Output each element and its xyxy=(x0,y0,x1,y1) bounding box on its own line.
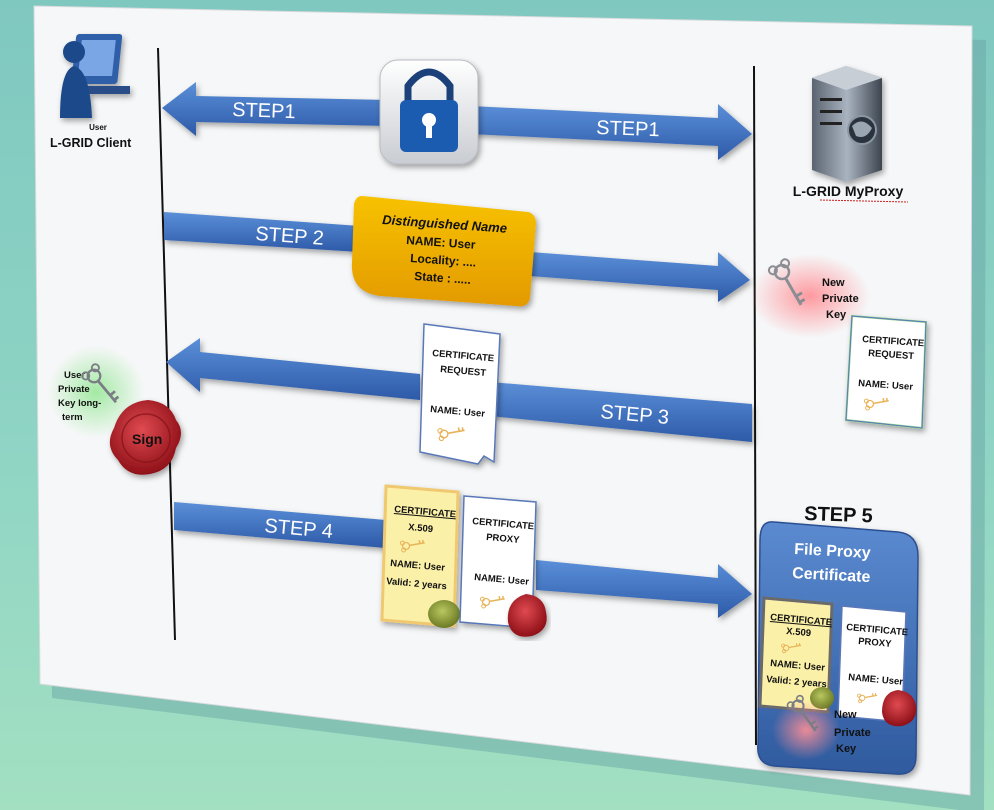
client-key-glow xyxy=(48,346,144,438)
client-key-line1: User xyxy=(64,370,85,381)
server-lifeline xyxy=(753,65,757,746)
x509-name: NAME: User xyxy=(390,558,446,574)
cert-request-name: NAME: User xyxy=(430,404,486,420)
step2-label: STEP 2 xyxy=(255,223,325,250)
panel-new-key-line1: New xyxy=(834,709,857,721)
server-cert-request-line2: REQUEST xyxy=(868,348,915,362)
new-key-line2: Private xyxy=(822,293,859,305)
panel-proxy-name: NAME: User xyxy=(848,672,904,688)
server-cert-request-line1: CERTIFICATE xyxy=(862,334,925,349)
cert-request-doc xyxy=(419,323,501,465)
step2-arrow xyxy=(164,212,750,302)
server-cert-request-doc xyxy=(844,314,928,430)
dn-name: NAME: User xyxy=(406,233,476,252)
step1-left-label: STEP1 xyxy=(232,99,296,123)
padlock-icon xyxy=(379,59,479,165)
client-lifeline xyxy=(157,47,176,641)
new-key-glow xyxy=(750,254,870,338)
panel-new-key-line2: Private xyxy=(834,727,871,739)
dn-state: State : ..... xyxy=(414,269,472,287)
user-computer-icon xyxy=(60,34,130,118)
panel-proxy-red-seal xyxy=(882,690,917,727)
step1-right-label: STEP1 xyxy=(596,117,660,141)
sign-wax-seal xyxy=(109,400,181,475)
step1-arrow-right xyxy=(470,104,752,160)
step5-label: STEP 5 xyxy=(804,503,873,527)
x509-valid: Valid: 2 years xyxy=(386,576,447,592)
client-key-line4: term xyxy=(62,412,83,423)
dn-locality: Locality: .... xyxy=(410,251,477,270)
new-key-line3: Key xyxy=(826,309,847,321)
proxy-name: NAME: User xyxy=(474,572,530,588)
proxy-line2: PROXY xyxy=(486,532,521,546)
cert-request-line2: REQUEST xyxy=(440,364,487,379)
server-label: L-GRID MyProxy xyxy=(793,183,904,199)
panel-proxy-line1: CERTIFICATE xyxy=(846,622,909,638)
step3-arrow xyxy=(166,338,752,442)
panel-proxy-line2: PROXY xyxy=(858,636,893,650)
panel-new-key-glow xyxy=(772,700,840,760)
x509-certificate-doc xyxy=(380,484,460,628)
distinguished-name-box xyxy=(351,196,536,307)
panel-x509-valid: Valid: 2 years xyxy=(766,674,827,690)
client-sublabel: User xyxy=(89,123,107,132)
panel-new-key-line3: Key xyxy=(836,743,857,755)
proxy-line1: CERTIFICATE xyxy=(472,516,535,532)
panel-x509-name: NAME: User xyxy=(770,658,826,674)
new-key-line1: New xyxy=(822,277,845,289)
x509-line1: CERTIFICATE xyxy=(394,504,457,520)
cert-request-line1: CERTIFICATE xyxy=(432,348,495,364)
step1-arrow-left xyxy=(162,82,390,136)
server-label-underline xyxy=(819,199,909,203)
panel-x509-line1: CERTIFICATE xyxy=(770,612,833,628)
client-key-line3: Key long- xyxy=(58,398,101,409)
proxy-red-seal xyxy=(507,594,547,637)
x509-green-seal xyxy=(428,600,460,628)
server-icon xyxy=(812,66,882,182)
client-label: L-GRID Client xyxy=(50,136,132,150)
server-cert-request-name: NAME: User xyxy=(858,378,914,393)
file-proxy-title-line2: Certificate xyxy=(792,565,871,586)
x509-line2: X.509 xyxy=(408,522,434,535)
client-key-line2: Private xyxy=(58,384,90,395)
file-proxy-title-line1: File Proxy xyxy=(794,541,871,562)
step4-arrow xyxy=(174,502,752,618)
sign-label: Sign xyxy=(132,431,162,447)
panel-x509-line2: X.509 xyxy=(786,626,812,639)
